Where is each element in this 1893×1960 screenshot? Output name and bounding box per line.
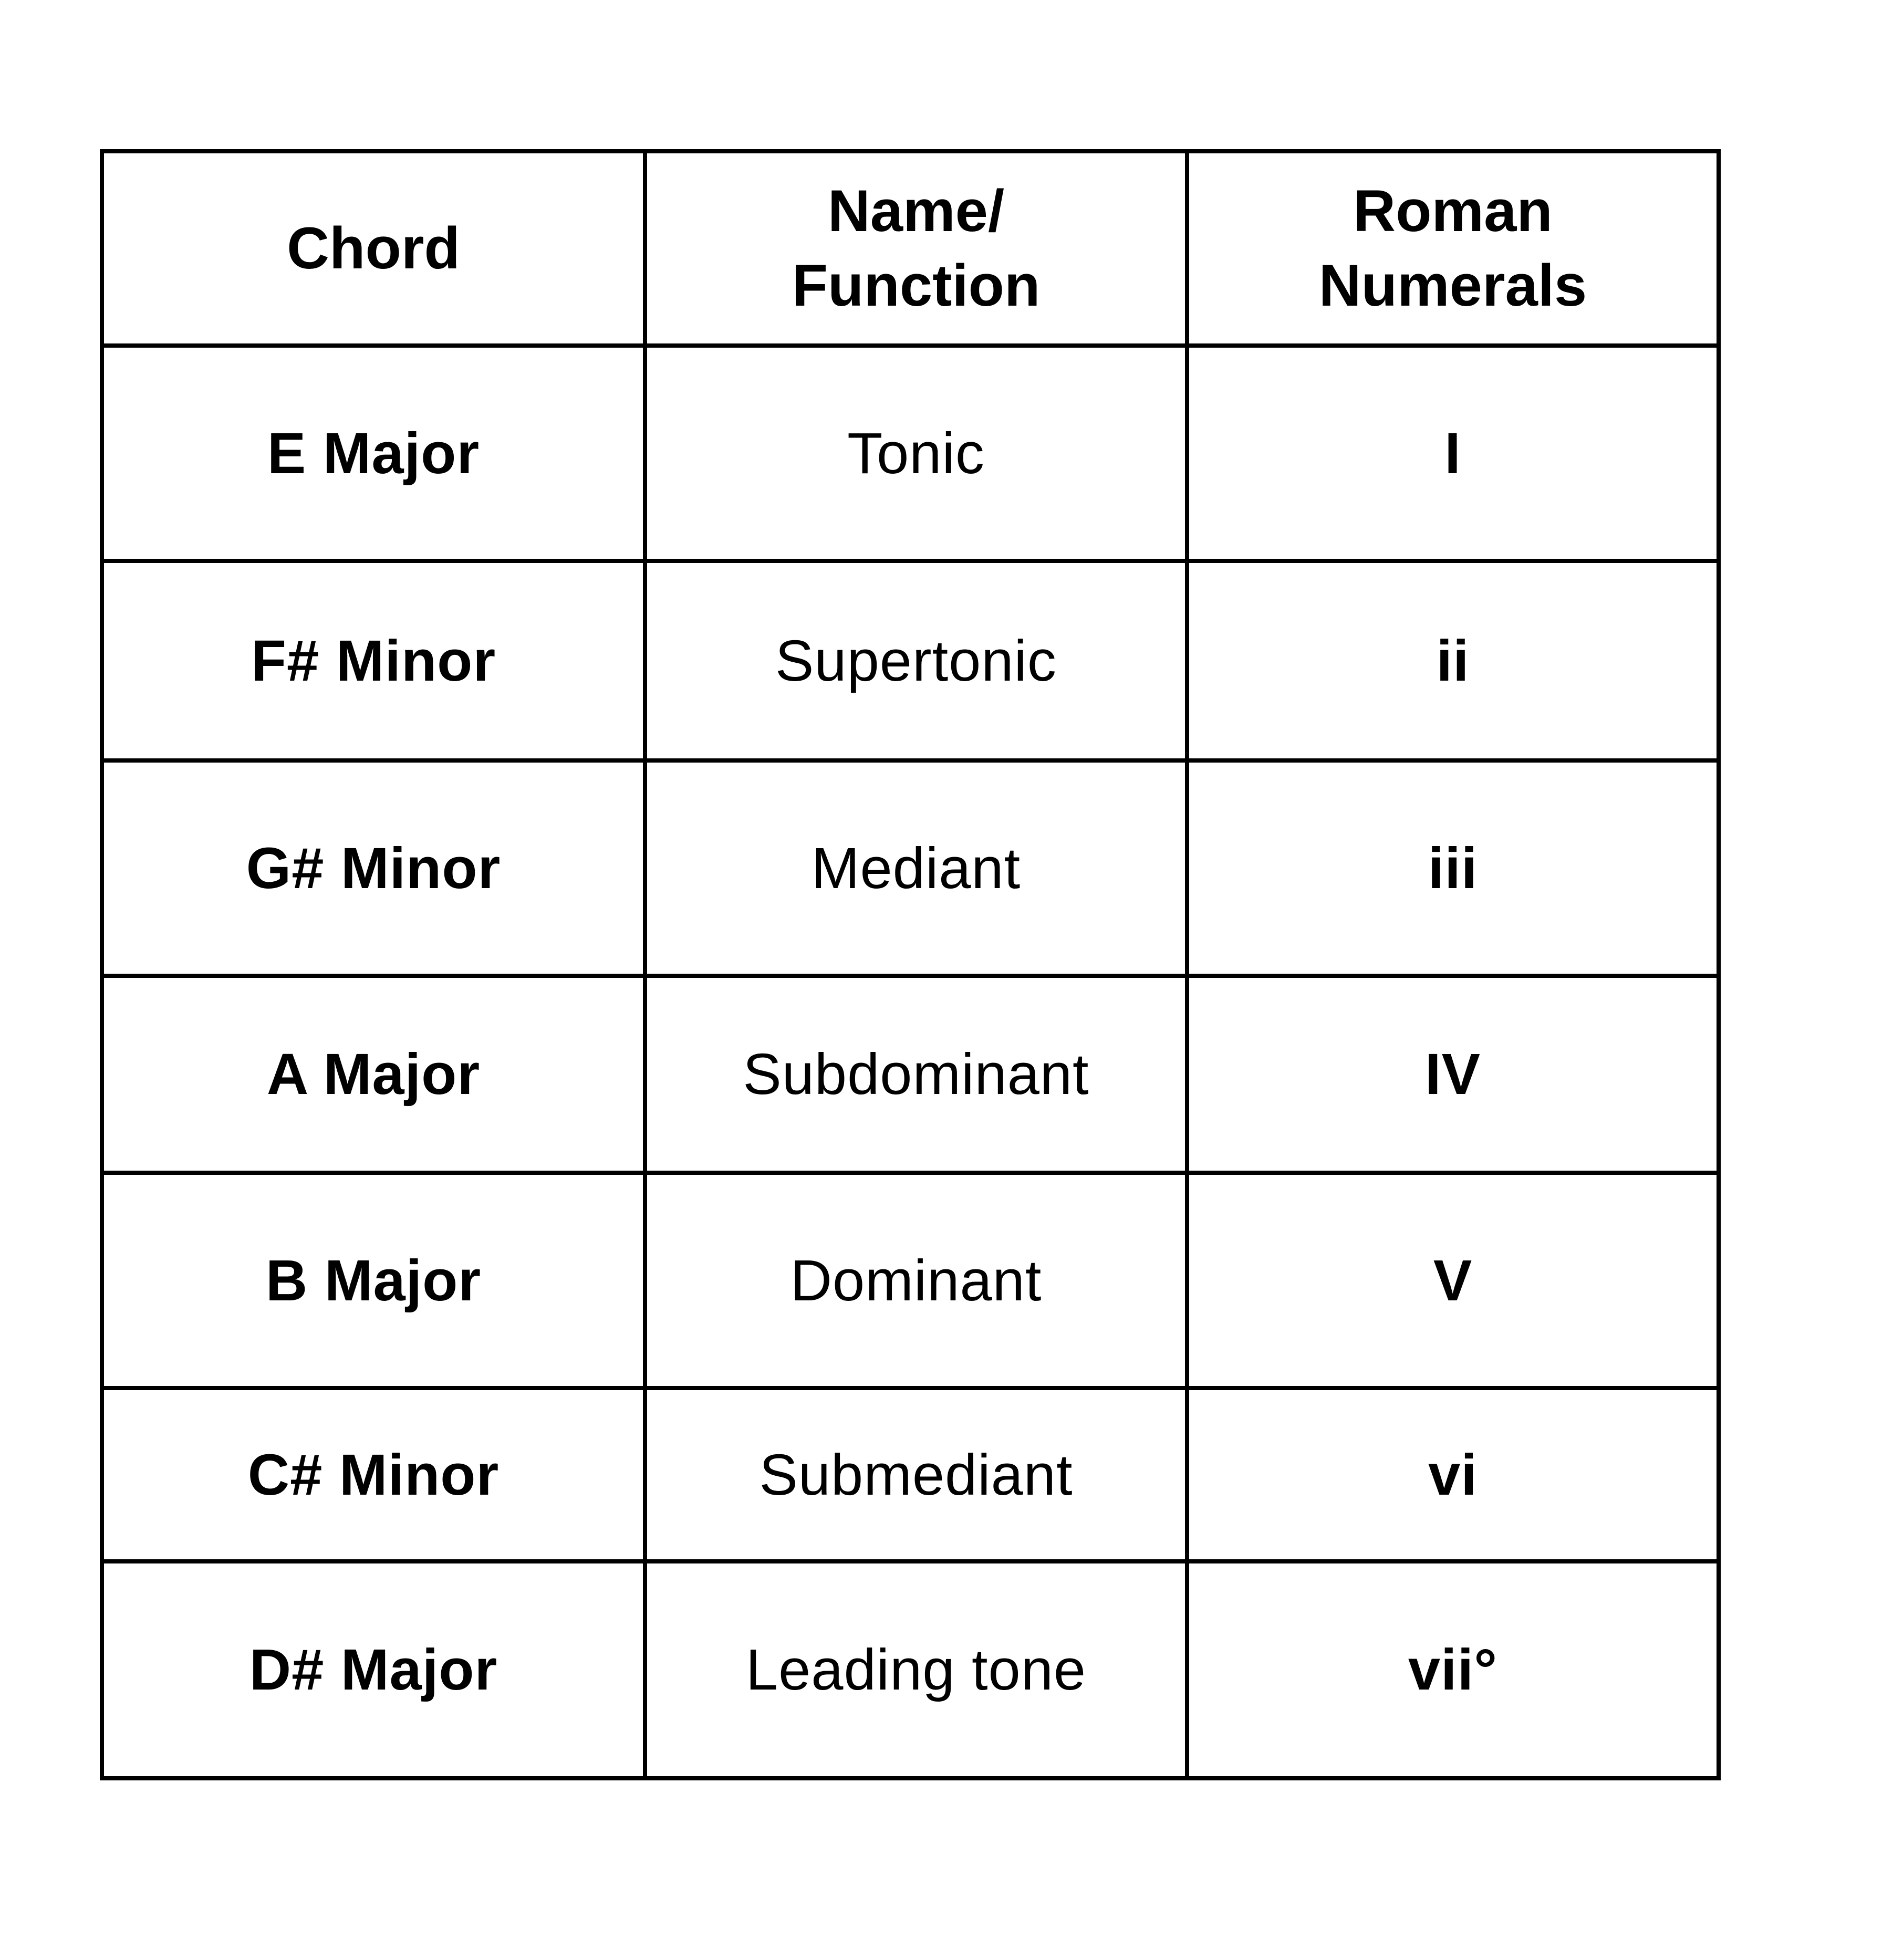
numeral-cell: ii: [1185, 559, 1721, 763]
column-header-roman-numerals: Roman Numerals: [1185, 149, 1721, 348]
numeral-cell: iii: [1185, 758, 1721, 978]
function-cell: Subdominant: [643, 974, 1189, 1175]
table-row: D# Major Leading tone vii°: [100, 1559, 1721, 1780]
table-row: G# Minor Mediant iii: [100, 758, 1721, 978]
chord-cell: B Major: [100, 1171, 647, 1390]
table-row: A Major Subdominant IV: [100, 974, 1721, 1175]
numeral-cell: V: [1185, 1171, 1721, 1390]
function-cell: Supertonic: [643, 559, 1189, 763]
chord-cell: F# Minor: [100, 559, 647, 763]
numeral-cell: IV: [1185, 974, 1721, 1175]
chord-cell: C# Minor: [100, 1386, 647, 1563]
chord-cell: E Major: [100, 343, 647, 563]
numeral-cell: I: [1185, 343, 1721, 563]
function-cell: Dominant: [643, 1171, 1189, 1390]
header-row: Chord Name/ Function Roman Numerals: [100, 149, 1721, 348]
table-row: E Major Tonic I: [100, 343, 1721, 563]
chord-cell: D# Major: [100, 1559, 647, 1780]
chord-cell: G# Minor: [100, 758, 647, 978]
table-row: B Major Dominant V: [100, 1171, 1721, 1390]
chord-cell: A Major: [100, 974, 647, 1175]
column-header-name-function: Name/ Function: [643, 149, 1189, 348]
table-row: F# Minor Supertonic ii: [100, 559, 1721, 763]
numeral-cell: vii°: [1185, 1559, 1721, 1780]
chord-function-table: Chord Name/ Function Roman Numerals E Ma…: [100, 149, 1721, 1780]
table-row: C# Minor Submediant vi: [100, 1386, 1721, 1563]
numeral-cell: vi: [1185, 1386, 1721, 1563]
function-cell: Submediant: [643, 1386, 1189, 1563]
function-cell: Mediant: [643, 758, 1189, 978]
column-header-chord: Chord: [100, 149, 647, 348]
function-cell: Tonic: [643, 343, 1189, 563]
function-cell: Leading tone: [643, 1559, 1189, 1780]
